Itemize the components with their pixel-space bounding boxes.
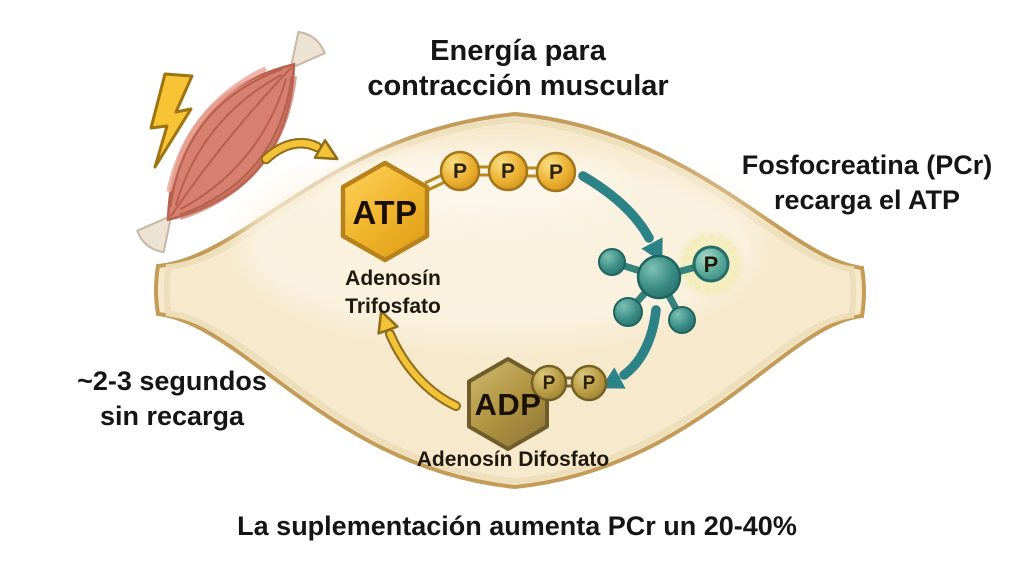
atp-phosphate-3: P xyxy=(548,161,564,184)
depletion-line-2: sin recarga xyxy=(99,401,245,432)
atp-name-line-2: Trifosfato xyxy=(345,294,441,318)
atp-label: ATP xyxy=(352,194,418,231)
adp-phosphate-2: P xyxy=(582,373,596,394)
glow-rays xyxy=(681,234,741,294)
adp-molecule xyxy=(467,357,608,451)
atp-name-line-1: Adenosín xyxy=(345,267,441,290)
atp-molecule xyxy=(340,150,577,263)
energy-input-arrow-icon xyxy=(260,138,339,165)
creatine-center-atom xyxy=(636,254,682,300)
muscle-icon xyxy=(135,30,327,254)
recharge-arrow-icon xyxy=(377,309,461,411)
cell-inner-band xyxy=(163,116,857,485)
depletion-line-1: ~2-3 segundos xyxy=(77,366,267,396)
creatine-phosphate-atom xyxy=(692,245,730,283)
pcr-note-line-1: Fosfocreatina (PCr) xyxy=(741,150,993,180)
title-line-1: Energía para xyxy=(430,35,606,67)
depletion-note: ~2-3 segundos sin recarga xyxy=(77,364,267,434)
lightning-bolt-icon xyxy=(149,72,194,169)
atp-full-name: Adenosín Trifosfato xyxy=(345,265,441,320)
creatine-molecule xyxy=(598,228,747,334)
atp-phosphate-2: P xyxy=(500,160,516,183)
atp-hexagon xyxy=(340,160,430,263)
pcr-note-line-2: recarga el ATP xyxy=(773,185,961,216)
adp-full-name: Adenosín Difosfato xyxy=(416,448,610,471)
supplement-note: La suplementación aumenta PCr un 20-40% xyxy=(237,511,797,541)
adp-phosphate-1: P xyxy=(542,373,556,394)
pcr-note: Fosfocreatina (PCr) recarga el ATP xyxy=(742,148,993,218)
pcr-phosphate: P xyxy=(703,252,719,277)
diagram-title: Energía para contracción muscular xyxy=(367,34,668,104)
adp-label: ADP xyxy=(474,387,542,422)
title-line-2: contracción muscular xyxy=(367,69,669,102)
atp-phosphate-1: P xyxy=(452,160,468,183)
